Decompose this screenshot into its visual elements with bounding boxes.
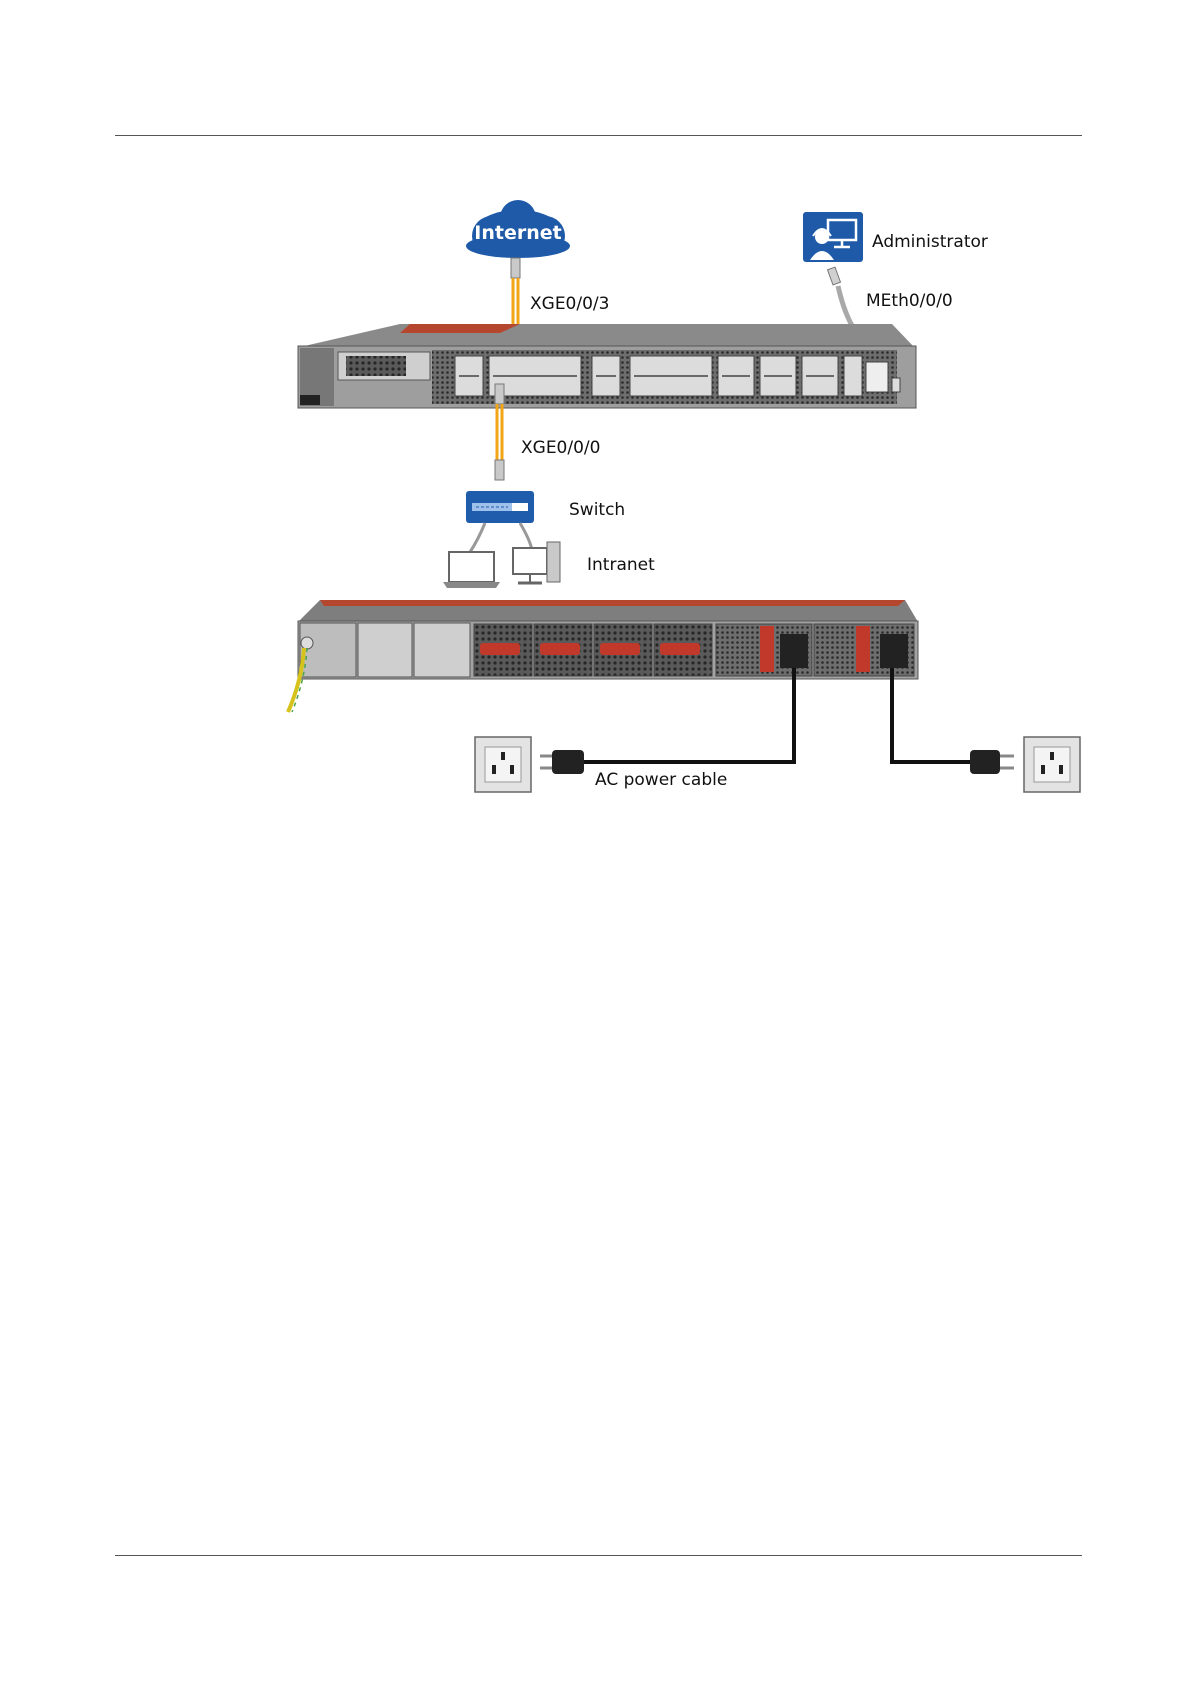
firewall-rear-panel <box>298 600 918 679</box>
switch-laptop-link <box>470 523 485 552</box>
ac-power-cable-label: AC power cable <box>595 770 727 790</box>
intranet-label: Intranet <box>587 555 655 575</box>
power-socket-icon <box>1024 737 1080 792</box>
ac-plug-icon <box>970 750 1014 774</box>
xge-uplink-label: XGE0/0/3 <box>530 294 609 314</box>
switch-desktop-link <box>520 523 532 550</box>
switch-label: Switch <box>569 500 625 520</box>
ac-power-cable-right <box>892 668 970 762</box>
ac-power-cable-left <box>584 668 794 762</box>
xge-downlink-label: XGE0/0/0 <box>521 438 600 458</box>
admin-workstation-icon <box>803 212 863 262</box>
power-socket-icon <box>475 737 531 792</box>
fiber-downlink <box>495 384 504 480</box>
administrator-label: Administrator <box>872 232 988 252</box>
desktop-icon <box>513 542 560 583</box>
ac-plug-icon <box>540 750 584 774</box>
psu-1 <box>716 624 812 676</box>
internet-label: Internet <box>474 222 561 244</box>
meth-label: MEth0/0/0 <box>866 291 953 311</box>
firewall-front-panel <box>298 324 916 408</box>
laptop-icon <box>443 552 500 588</box>
switch-icon <box>466 491 534 523</box>
psu-2 <box>814 624 914 676</box>
